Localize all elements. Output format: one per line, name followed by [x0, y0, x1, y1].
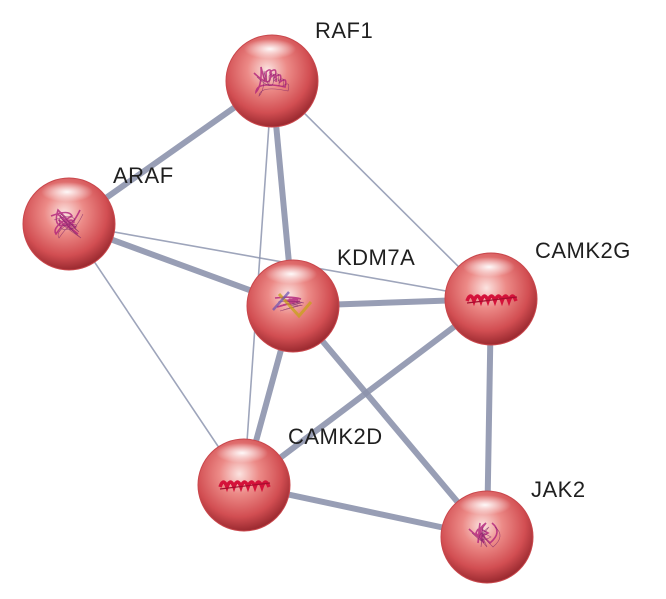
node-label-jak2: JAK2: [531, 477, 586, 502]
node-jak2[interactable]: JAK2: [440, 477, 586, 584]
helix-icon: [465, 294, 518, 307]
node-sphere[interactable]: [225, 34, 319, 128]
node-label-camk2d: CAMK2D: [288, 424, 383, 449]
protein-fold-icon: [468, 522, 501, 548]
node-highlight: [265, 264, 317, 284]
node-label-kdm7a: KDM7A: [337, 245, 415, 270]
edge-kdm7a-jak2: [290, 303, 490, 540]
node-sphere[interactable]: [440, 490, 534, 584]
node-highlight: [41, 182, 93, 202]
node-label-camk2g: CAMK2G: [535, 238, 631, 263]
node-sphere[interactable]: [246, 259, 340, 353]
node-sphere[interactable]: [197, 438, 291, 532]
protein-fold-icon: [272, 291, 313, 319]
node-highlight: [216, 443, 268, 463]
node-kdm7a[interactable]: KDM7A: [246, 245, 415, 353]
node-label-raf1: RAF1: [315, 18, 373, 43]
edge-camk2g-camk2d: [241, 296, 494, 488]
protein-fold-icon: [50, 208, 84, 239]
node-camk2g[interactable]: CAMK2G: [444, 238, 631, 346]
node-sphere[interactable]: [444, 252, 538, 346]
node-highlight: [244, 39, 296, 59]
helix-icon: [218, 480, 271, 493]
node-highlight: [459, 495, 511, 515]
node-highlight: [463, 257, 515, 277]
node-raf1[interactable]: RAF1: [225, 18, 373, 128]
node-label-araf: ARAF: [113, 163, 174, 188]
edge-araf-camk2d: [68, 223, 245, 486]
node-araf[interactable]: ARAF: [22, 163, 174, 271]
protein-fold-icon: [253, 66, 290, 97]
node-camk2d[interactable]: CAMK2D: [197, 424, 383, 532]
edge-raf1-camk2g: [271, 80, 492, 300]
